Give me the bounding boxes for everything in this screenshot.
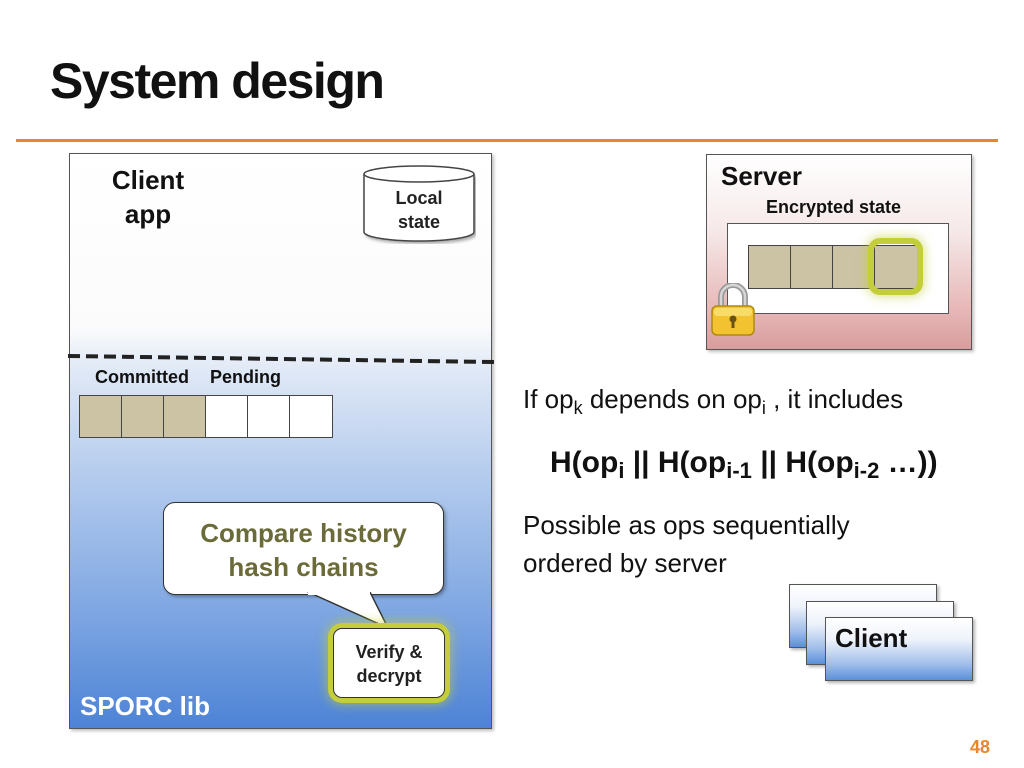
- pending-op-cell: [248, 396, 290, 437]
- committed-op-cell: [164, 396, 206, 437]
- client-card-front: [825, 617, 973, 681]
- compare-bubble-text: Compare history hash chains: [163, 516, 444, 584]
- speech-bubble-tail: [307, 592, 389, 629]
- client-app-label-line2: app: [124, 199, 172, 229]
- committed-op-cell: [80, 396, 122, 437]
- pending-op-cell: [206, 396, 248, 437]
- pending-op-cell: [290, 396, 332, 437]
- depends-statement: If opk depends on opi , it includes: [523, 384, 904, 418]
- formula-sub2: i-1: [726, 458, 752, 483]
- ordering-note: Possible as ops sequentially ordered by …: [523, 506, 943, 582]
- local-state-label: Local state: [362, 186, 476, 234]
- depends-sub-k: k: [573, 398, 583, 418]
- depends-part3: , it includes: [765, 384, 904, 414]
- depends-sub-i: i: [761, 398, 766, 418]
- formula-h2: || H(op: [624, 446, 727, 479]
- formula-end: …)): [879, 446, 938, 479]
- title-rule: [16, 139, 998, 142]
- committed-op-cell: [122, 396, 164, 437]
- lock-icon: [711, 283, 755, 336]
- verify-decrypt-line1: Verify &: [355, 642, 423, 662]
- server-op-cell: [833, 246, 875, 288]
- encrypted-state-label: Encrypted state: [766, 197, 902, 217]
- page-number: 48: [970, 737, 991, 757]
- pending-label: Pending: [210, 367, 281, 387]
- server-op-cell-highlighted: [875, 246, 917, 288]
- formula-h3: || H(op: [751, 446, 854, 479]
- server-op-cell: [749, 246, 791, 288]
- compare-bubble-line2: hash chains: [228, 552, 379, 582]
- formula-h1: H(op: [550, 446, 619, 479]
- verify-decrypt-label: Verify & decrypt: [333, 640, 445, 688]
- local-state-cylinder: [363, 165, 475, 242]
- committed-label: Committed: [95, 367, 189, 387]
- local-state-line2: state: [397, 212, 441, 232]
- hash-chain-formula: H(opi || H(opi-1 || H(opi-2 …)): [550, 446, 938, 483]
- client-app-label-line1: Client: [111, 165, 185, 195]
- ordering-note-line1: Possible as ops sequentially: [523, 510, 850, 540]
- formula-sub3: i-2: [853, 458, 880, 483]
- server-op-cell: [791, 246, 833, 288]
- compare-speech-bubble: [163, 502, 444, 595]
- client-op-list: [79, 395, 333, 438]
- slide-title: System design: [50, 53, 385, 109]
- local-state-line1: Local: [395, 188, 443, 208]
- client-card-label: Client: [835, 623, 908, 653]
- verify-decrypt-box: [333, 628, 445, 698]
- highlighted-op-glow: [874, 244, 917, 289]
- server-op-list: [748, 245, 918, 289]
- committed-pending-divider: [68, 354, 494, 364]
- depends-part2: depends on op: [582, 384, 762, 414]
- ordering-note-line2: ordered by server: [523, 548, 727, 578]
- depends-part1: If op: [523, 384, 574, 414]
- compare-bubble-line1: Compare history: [200, 518, 407, 548]
- verify-decrypt-line2: decrypt: [356, 666, 422, 686]
- client-app-label: Client app: [108, 163, 188, 231]
- server-label: Server: [721, 161, 802, 191]
- sporc-lib-label: SPORC lib: [80, 691, 211, 721]
- formula-sub1: i: [618, 458, 625, 483]
